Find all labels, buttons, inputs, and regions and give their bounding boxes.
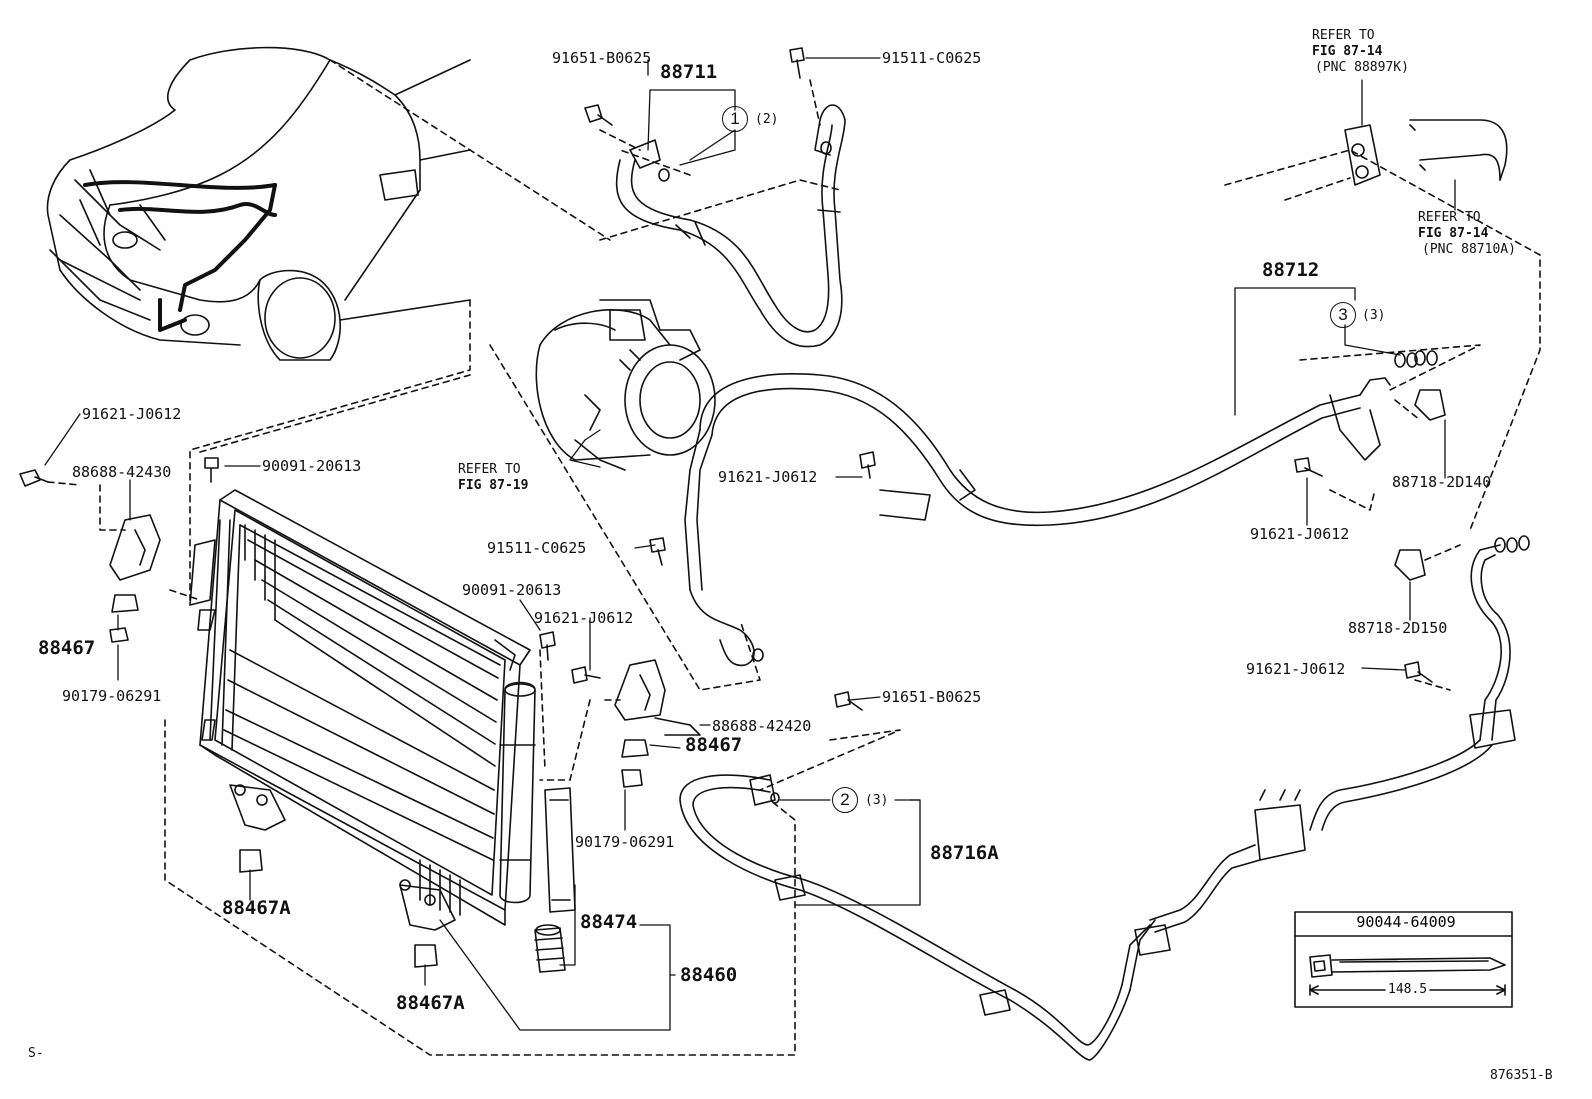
refer-fig-87-14-b-line3: (PNC 88710A)	[1422, 242, 1516, 257]
part-91621-j0612-left: 91621-J0612	[82, 405, 182, 423]
hose-88712	[684, 373, 1391, 667]
cable-tie-dimension: 148.5	[1388, 982, 1428, 997]
part-88716a: 88716A	[930, 842, 999, 864]
refer-fig-87-14-b-line1: REFER TO	[1418, 210, 1481, 225]
part-90091-20613-left: 90091-20613	[262, 457, 362, 475]
callout-circle-1-qty: (2)	[755, 112, 779, 127]
part-88460: 88460	[680, 964, 738, 986]
o-rings	[658, 141, 1530, 804]
part-90179-06291-mid: 90179-06291	[575, 833, 675, 851]
desiccant	[534, 787, 576, 973]
leader-lines	[47, 59, 1541, 1056]
hose-88711	[615, 104, 846, 348]
cable-tie-detail	[1294, 911, 1513, 1008]
part-91511-c0625-mid: 91511-C0625	[487, 539, 587, 557]
refer-fig-87-19-line1: REFER TO	[458, 462, 521, 477]
part-88688-42420: 88688-42420	[712, 717, 812, 735]
callout-circle-2: 2	[832, 787, 858, 813]
brackets-left	[109, 514, 701, 968]
expansion-valve	[1344, 119, 1508, 186]
refer-fig-87-19-line2: FIG 87-19	[458, 478, 529, 493]
part-91621-j0612-mid: 91621-J0612	[718, 468, 818, 486]
part-88467-mid: 88467	[685, 734, 743, 756]
part-88467a-lower: 88467A	[396, 992, 465, 1014]
hose-88716a	[679, 774, 1171, 1061]
fittings-right	[1394, 352, 1518, 581]
part-88474: 88474	[580, 911, 638, 933]
part-88467a-upper: 88467A	[222, 897, 291, 919]
refer-fig-87-14-a-line1: REFER TO	[1312, 28, 1375, 43]
refer-fig-87-14-a-line2: FIG 87-14	[1312, 44, 1383, 59]
condenser	[189, 489, 536, 931]
part-88467-left: 88467	[38, 637, 96, 659]
part-90091-20613-mid: 90091-20613	[462, 581, 562, 599]
refer-fig-87-14-a-line3: (PNC 88897K)	[1315, 60, 1409, 75]
part-90179-06291-left: 90179-06291	[62, 687, 162, 705]
part-91511-c0625-top: 91511-C0625	[882, 49, 982, 67]
vehicle-illustration	[46, 46, 471, 361]
part-91651-b0625-top: 91651-B0625	[552, 49, 652, 67]
part-90044-64009: 90044-64009	[1356, 913, 1456, 931]
part-88712: 88712	[1262, 259, 1320, 281]
refer-fig-87-14-b-line2: FIG 87-14	[1418, 226, 1489, 241]
part-88718-2d150: 88718-2D150	[1348, 619, 1448, 637]
callout-leaders	[44, 57, 1456, 1031]
figure-number: 876351-B	[1490, 1068, 1553, 1083]
footer-left-code: S-	[28, 1046, 44, 1061]
part-88688-42430: 88688-42430	[72, 463, 172, 481]
callout-circle-1: 1	[722, 106, 748, 132]
part-88711: 88711	[660, 61, 718, 83]
part-91621-j0612-right: 91621-J0612	[1250, 525, 1350, 543]
callout-circle-3-qty: (3)	[1362, 308, 1386, 323]
part-91651-b0625-mid: 91651-B0625	[882, 688, 982, 706]
callout-circle-3: 3	[1330, 302, 1356, 328]
part-91621-j0612-far-right: 91621-J0612	[1246, 660, 1346, 678]
compressor	[535, 299, 716, 471]
part-88718-2d140: 88718-2D140	[1392, 473, 1492, 491]
bolts	[19, 47, 1433, 711]
callout-circle-2-qty: (3)	[865, 793, 889, 808]
part-91621-j0612-center: 91621-J0612	[534, 609, 634, 627]
liquid-pipe-right	[1149, 544, 1516, 933]
